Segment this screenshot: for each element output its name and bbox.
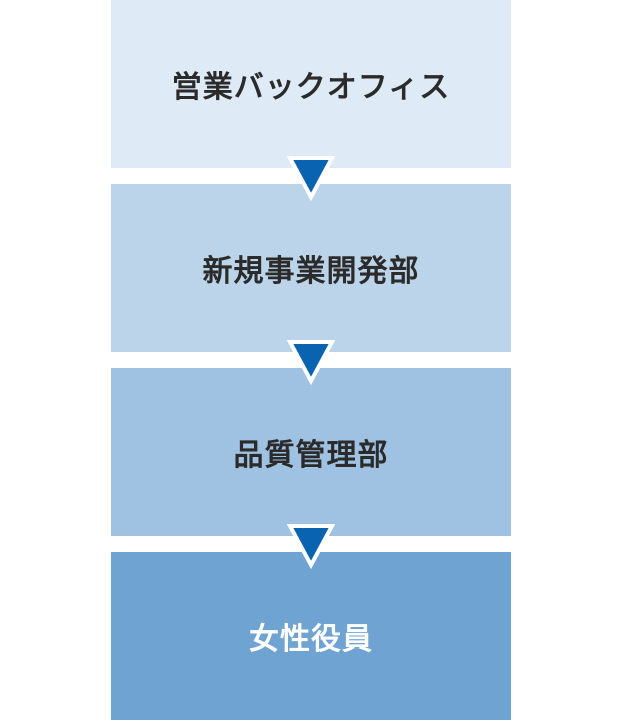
step-new-business-development: 新規事業開発部: [111, 184, 511, 352]
down-arrow-icon: [287, 524, 335, 569]
step-label: 女性役員: [249, 622, 373, 657]
step-sales-back-office: 営業バックオフィス: [111, 0, 511, 168]
step-label: 営業バックオフィス: [171, 70, 451, 105]
down-arrow-icon: [287, 340, 335, 385]
down-arrow-icon: [287, 156, 335, 201]
step-female-executive: 女性役員: [111, 552, 511, 720]
step-quality-control: 品質管理部: [111, 368, 511, 536]
step-label: 新規事業開発部: [202, 254, 420, 289]
step-label: 品質管理部: [233, 438, 389, 473]
